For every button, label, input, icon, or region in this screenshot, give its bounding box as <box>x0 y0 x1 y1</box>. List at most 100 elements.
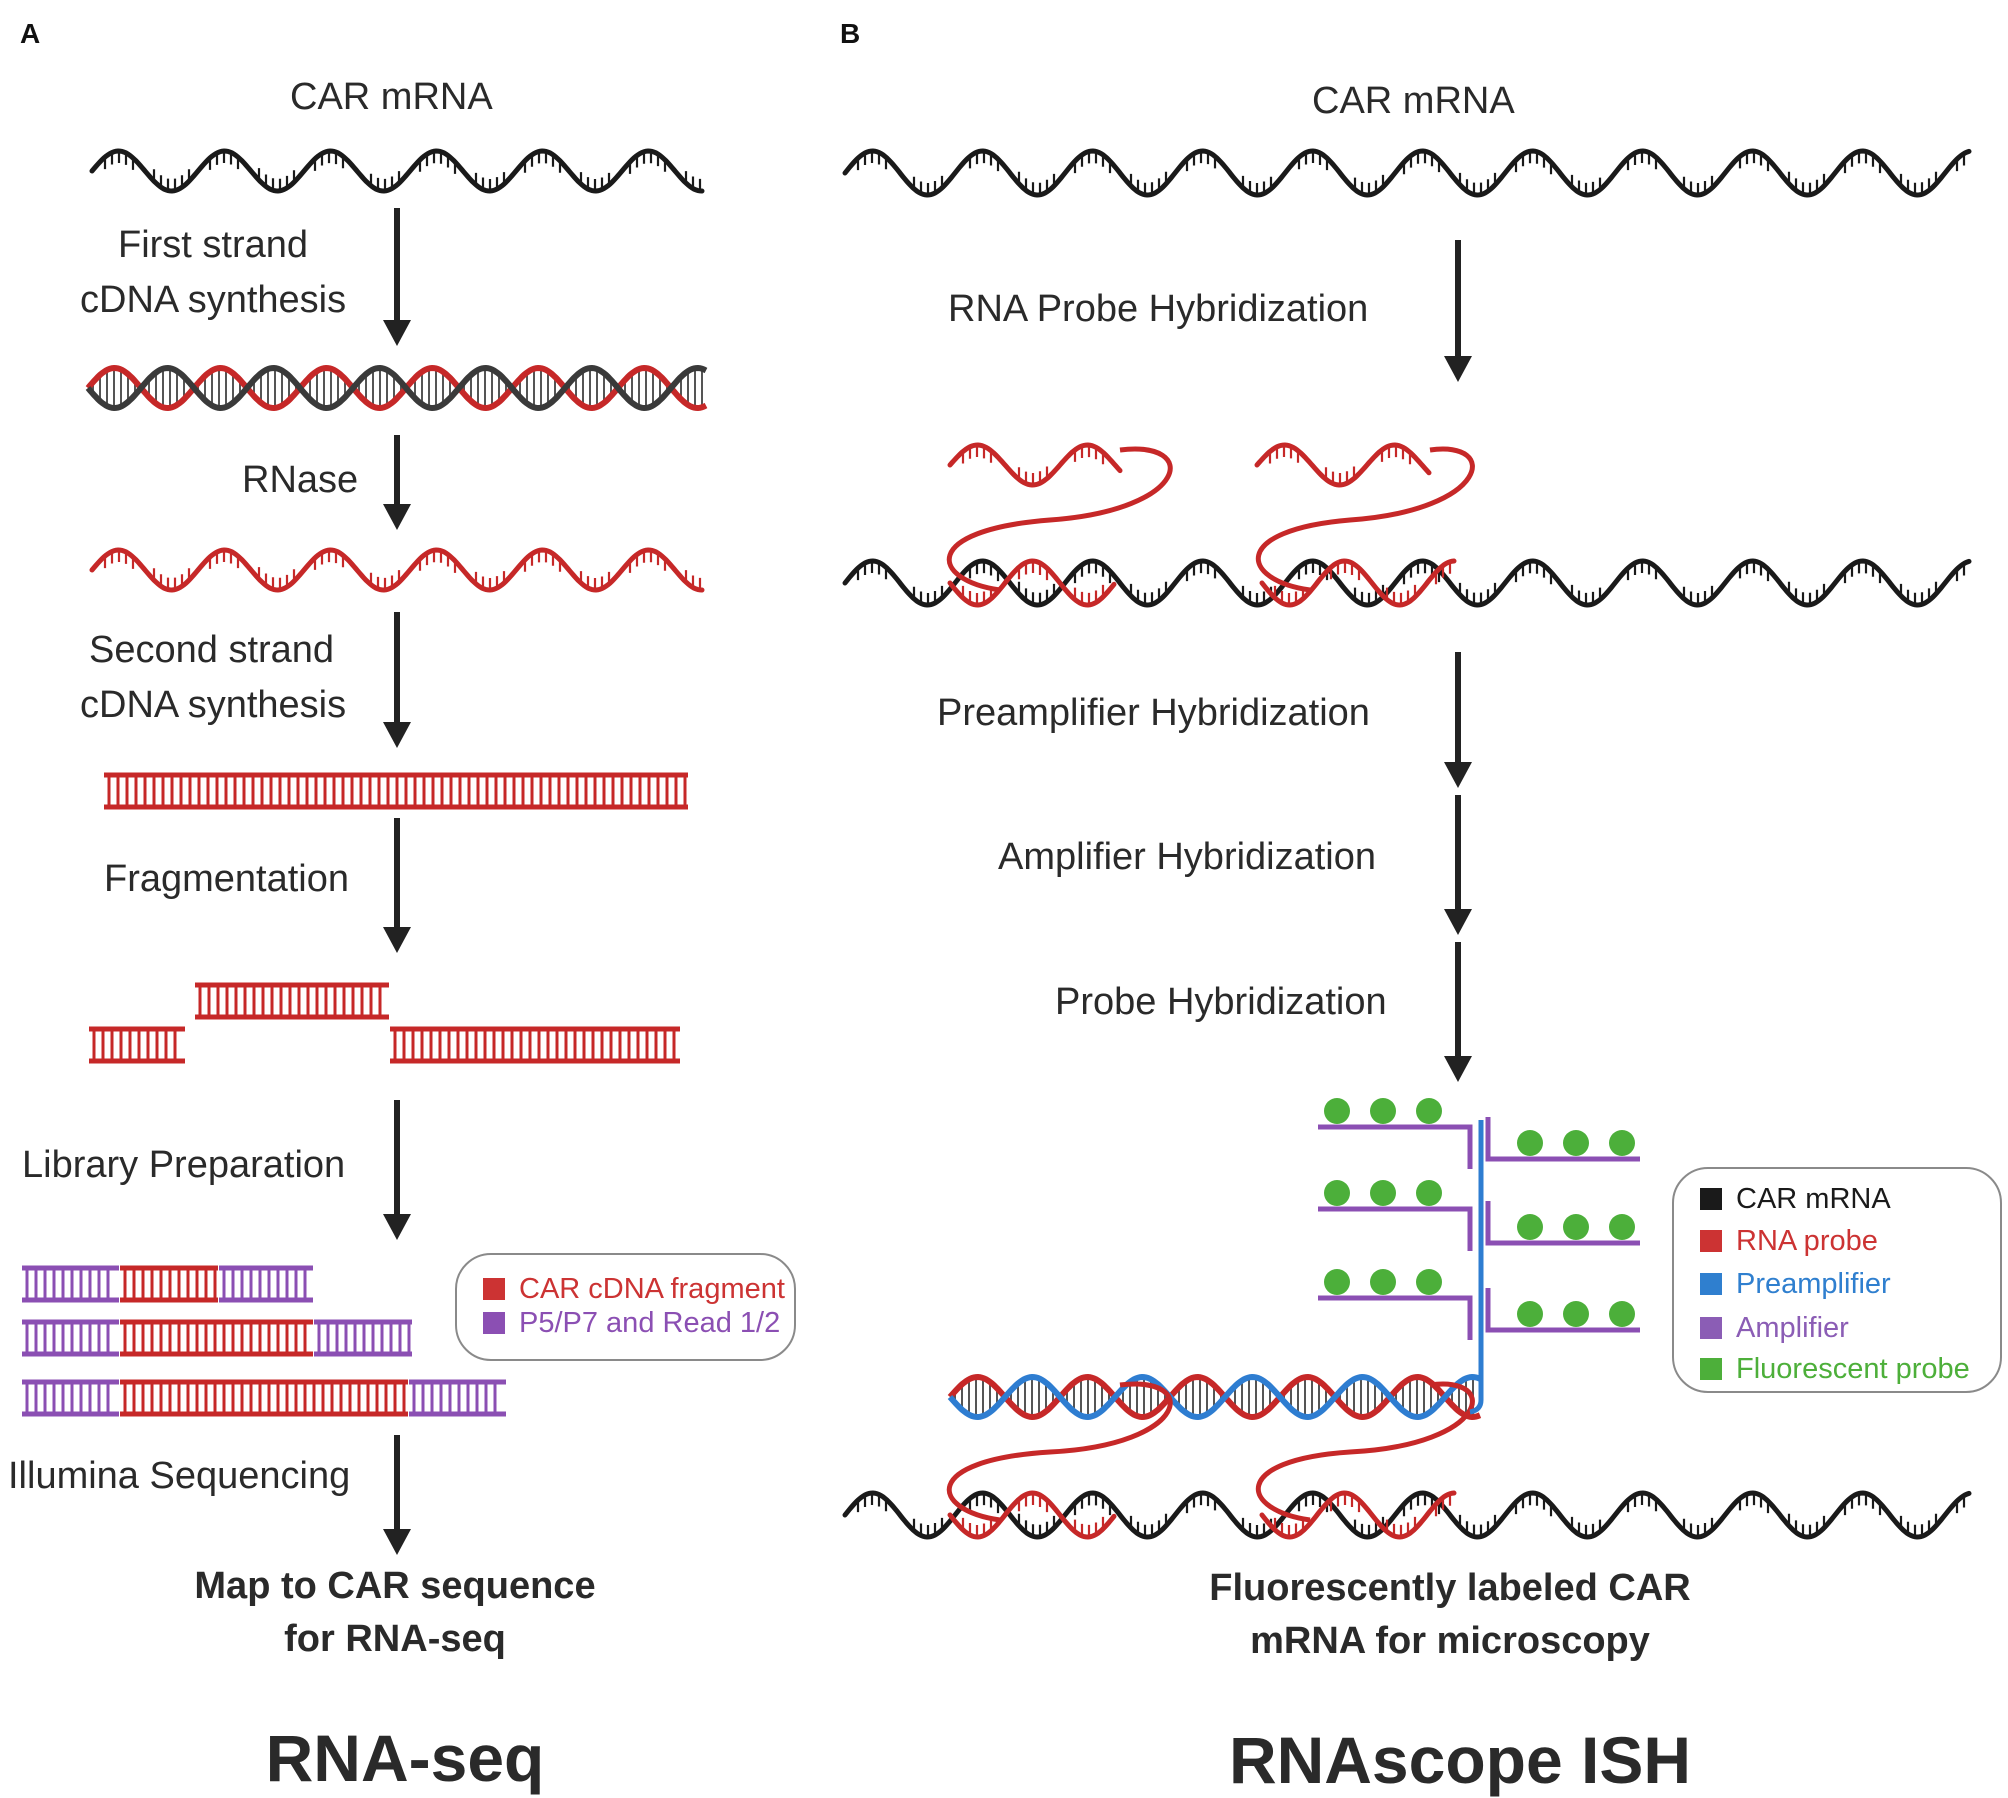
amplifier-left-2 <box>1318 1206 1473 1251</box>
fragment-3-rungs <box>393 1029 676 1061</box>
panel-b-letter: B <box>840 18 861 49</box>
fluorescent-probe-right-2-1 <box>1517 1214 1543 1240</box>
arrow-preamp-hyb-head <box>1444 762 1472 788</box>
lib3-adapter-right-rungs <box>412 1382 497 1414</box>
lib2-insert <box>120 1319 313 1357</box>
fluorescent-probe-left-2-3 <box>1416 1180 1442 1206</box>
arrow-amp-hyb-head <box>1444 909 1472 935</box>
lib3-adapter-right <box>409 1379 506 1417</box>
fluorescent-probe-left-2-1 <box>1324 1180 1350 1206</box>
panel-b-result: Fluorescently labeled CAR mRNA for micro… <box>1160 1562 1740 1668</box>
lib3-insert <box>120 1379 408 1417</box>
legend-swatch-cdna <box>483 1278 505 1300</box>
step2-probe-1-bind <box>947 558 1117 608</box>
arrow-rnase-head <box>383 504 411 530</box>
panel-b-legend: CAR mRNA RNA probe Preamplifier Amplifie… <box>1672 1167 2002 1393</box>
step2-probe-2-linker <box>1255 446 1475 593</box>
lib2-adapter-left-rungs <box>25 1322 110 1354</box>
amplifier-left-1 <box>1318 1124 1473 1169</box>
legend-label-fluorescent: Fluorescent probe <box>1736 1353 1970 1385</box>
lib1-adapter-left-rungs <box>25 1268 110 1300</box>
step2-mrna-bases <box>856 561 1966 605</box>
lib1-insert <box>120 1265 218 1303</box>
fragment-2-rungs <box>198 985 382 1017</box>
final-probe-2-bind-bases <box>1273 1493 1452 1537</box>
probe-hyb-label: Probe Hybridization <box>1055 981 1387 1023</box>
step2-mrna <box>842 558 1972 608</box>
fragment-2 <box>195 982 389 1020</box>
final-probe-preamp-helix-rungs <box>954 1377 1474 1417</box>
fluorescent-probe-left-1-2 <box>1370 1098 1396 1124</box>
legend-row-adapters: P5/P7 and Read 1/2 <box>483 1309 780 1338</box>
legend-swatch-fluorescent <box>1700 1358 1722 1380</box>
arrow-probe-hyb-head <box>1444 356 1472 382</box>
amp-hyb-label: Amplifier Hybridization <box>998 836 1377 878</box>
final-probe-2-bind-backbone <box>1259 1490 1457 1540</box>
step2-probe-1-tail-backbone <box>947 442 1123 488</box>
final-probe-2-linker <box>1255 1381 1475 1523</box>
ds-cdna-ladder-rungs <box>107 775 687 807</box>
legend-label-amplifier: Amplifier <box>1736 1312 1849 1344</box>
final-probe-preamp-helix <box>947 1373 1482 1421</box>
cdna-strand <box>89 547 705 593</box>
lib2-insert-rungs <box>123 1322 307 1354</box>
panel-a-result: Map to CAR sequence for RNA-seq <box>150 1560 640 1666</box>
cdna-strand-bases <box>103 550 702 590</box>
legend-label-rna-probe: RNA probe <box>1736 1225 1878 1257</box>
arrow-second-strand-head <box>383 722 411 748</box>
panel-b-mrna-label: CAR mRNA <box>1312 80 1515 122</box>
step2-probe-1-linker <box>946 446 1173 593</box>
panel-a-mrna-strand <box>89 148 705 194</box>
rna-cdna-hybrid-rungs <box>92 368 703 408</box>
preamp-hyb-label: Preamplifier Hybridization <box>937 692 1370 734</box>
panel-a-mrna-label: CAR mRNA <box>290 76 493 118</box>
first-strand-label-2: cDNA synthesis <box>80 279 347 321</box>
fluorescent-probe-right-1-3 <box>1609 1130 1635 1156</box>
illumina-label: Illumina Sequencing <box>8 1455 351 1497</box>
step2-probe-2-bind <box>1259 558 1457 608</box>
panel-a-result-line-2: for RNA-seq <box>284 1618 506 1661</box>
library-prep-label: Library Preparation <box>22 1144 346 1186</box>
panel-a-legend: CAR cDNA fragment P5/P7 and Read 1/2 <box>455 1253 796 1361</box>
arrow-sequencing-head <box>383 1529 411 1555</box>
panel-b-mrna-strand <box>842 148 1972 198</box>
lib1-adapter-right <box>219 1265 313 1303</box>
panel-a-mrna-strand-backbone <box>89 148 705 194</box>
amplifier-right-2 <box>1485 1201 1640 1246</box>
legend-row-preamplifier: Preamplifier <box>1700 1270 1891 1299</box>
rnase-label: RNase <box>242 459 359 501</box>
lib3-adapter-left <box>22 1379 119 1417</box>
legend-label-cdna: CAR cDNA fragment <box>519 1273 785 1305</box>
final-mrna-bases <box>856 1493 1966 1537</box>
step2-probe-2-bind-backbone <box>1259 558 1457 608</box>
lib1-adapter-right-rungs <box>222 1268 307 1300</box>
amplifier-right-1 <box>1485 1117 1640 1162</box>
legend-label-preamplifier: Preamplifier <box>1736 1268 1891 1300</box>
step2-probe-1-bind-bases <box>961 561 1105 605</box>
fluorescent-probe-right-2-3 <box>1609 1214 1635 1240</box>
final-probe-1-bind-bases <box>961 1493 1105 1537</box>
step2-probe-1-tail <box>947 442 1123 488</box>
legend-swatch-rna-probe <box>1700 1230 1722 1252</box>
legend-swatch-adapters <box>483 1312 505 1334</box>
panel-a-letter: A <box>20 18 41 49</box>
fragment-1-rungs <box>92 1029 177 1061</box>
panel-b-result-line-2: mRNA for microscopy <box>1250 1620 1650 1663</box>
fluorescent-probe-left-3-3 <box>1416 1269 1442 1295</box>
step2-probe-1-tail-bases <box>961 445 1105 485</box>
legend-row-cdna: CAR cDNA fragment <box>483 1275 785 1304</box>
fluorescent-probe-right-1-1 <box>1517 1130 1543 1156</box>
fluorescent-probe-right-3-2 <box>1563 1301 1589 1327</box>
amplifier-left-3 <box>1318 1295 1473 1340</box>
fragment-1 <box>89 1026 185 1064</box>
legend-row-fluorescent: Fluorescent probe <box>1700 1355 1970 1384</box>
lib2-adapter-right <box>314 1319 412 1357</box>
panel-b-title: RNAscope ISH <box>1228 1723 1692 1797</box>
preamplifier-hook <box>1469 1399 1484 1415</box>
legend-label-mrna: CAR mRNA <box>1736 1183 1891 1215</box>
step2-probe-2-tail-backbone <box>1254 442 1432 488</box>
rna-cdna-hybrid-strand-2 <box>85 364 708 412</box>
legend-swatch-mrna <box>1700 1188 1722 1210</box>
arrow-fragmentation-head <box>383 927 411 953</box>
